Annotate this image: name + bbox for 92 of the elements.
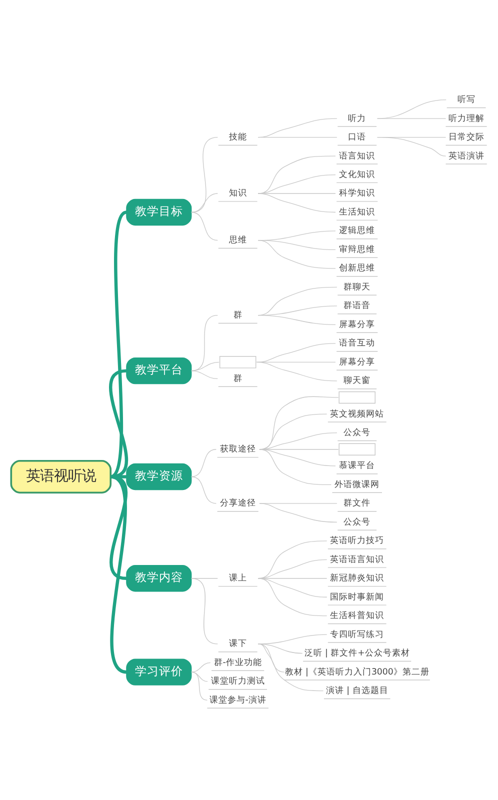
connector	[258, 315, 336, 325]
node-text: 思维	[228, 236, 247, 246]
node-box: 教学资源	[126, 463, 192, 490]
node-box: 教学平台	[126, 357, 192, 384]
node-text: 群聊天	[344, 282, 371, 292]
connector	[258, 193, 336, 194]
node-text: 慕课平台	[339, 461, 376, 472]
connector	[191, 362, 220, 372]
node-text: 科学知识	[339, 188, 376, 199]
node-box: 教学内容	[126, 565, 192, 592]
node-text: 泛听 | 群文件+公众号素材	[304, 648, 410, 659]
node-text: 群	[233, 310, 242, 321]
node-text: 群	[233, 374, 242, 384]
node-text: 屏幕分享	[339, 320, 376, 330]
node-text: 英语听力技巧	[330, 536, 384, 546]
connector	[258, 578, 328, 616]
connector	[191, 136, 218, 213]
connector	[258, 193, 336, 213]
node-text: 获取途径	[220, 444, 256, 455]
connector	[256, 343, 336, 362]
node-text: 群-作业功能	[214, 658, 262, 668]
connector	[258, 644, 324, 692]
node-text: 口语	[348, 132, 366, 143]
connector	[191, 449, 217, 478]
connector	[110, 475, 128, 580]
node-text: 国际时事新闻	[330, 592, 384, 602]
node-box	[219, 356, 256, 368]
connector	[191, 212, 218, 241]
node-text: 听写	[457, 95, 476, 106]
connector	[256, 362, 338, 382]
connector	[191, 672, 208, 682]
node-text: 文化知识	[339, 170, 376, 180]
node-text: 英语演讲	[448, 151, 484, 162]
connector	[258, 240, 336, 269]
node-text: 日常交际	[448, 132, 484, 143]
connector	[258, 644, 303, 654]
node-text: 外语微课网	[334, 480, 380, 490]
connector	[259, 503, 338, 522]
node-text: 公众号	[344, 428, 371, 438]
connector	[376, 99, 446, 119]
connector	[259, 449, 336, 466]
connector	[259, 449, 332, 485]
node-text: 知识	[228, 188, 247, 199]
node-text: 新冠肺炎知识	[330, 574, 384, 584]
connector	[258, 156, 336, 194]
node-text: 课堂参与-演讲	[209, 695, 266, 706]
node-text: 语言知识	[339, 151, 376, 162]
connector	[110, 211, 128, 478]
node-text: 公众号	[344, 517, 371, 528]
connector	[259, 503, 338, 504]
node-text: 群语音	[344, 301, 371, 312]
node-text: 专四听写练习	[330, 630, 384, 640]
node-text: 英语语言知识	[330, 554, 384, 565]
connector	[376, 136, 446, 156]
node-text: 语音互动	[339, 338, 376, 349]
connector	[109, 369, 128, 478]
node-text: 审辩思维	[339, 244, 376, 255]
node-text: 教材 |《英语听力入门3000》第二册	[284, 667, 430, 678]
node-text: 生活科普知识	[330, 611, 384, 622]
connector	[191, 578, 218, 579]
node-text: 听力理解	[448, 114, 484, 124]
connector	[191, 370, 218, 380]
node-text: 生活知识	[339, 207, 376, 218]
node-text: 课上	[228, 574, 247, 584]
node-text: 听力	[348, 114, 366, 124]
connector	[191, 193, 218, 213]
node-text: 屏幕分享	[339, 357, 376, 368]
node-text: 创新思维	[339, 264, 376, 274]
node-text: 英文视频网站	[330, 409, 384, 420]
node-text: 技能	[228, 132, 247, 143]
connector	[191, 476, 217, 504]
node-text: 逻辑思维	[339, 226, 376, 236]
connector	[376, 118, 446, 119]
node-box: 学习评价	[126, 658, 192, 686]
node-text: 演讲 | 自选题目	[326, 686, 388, 696]
node-text: 聊天窗	[344, 376, 371, 386]
connector	[191, 662, 211, 672]
node-text: 课堂听力测试	[210, 676, 265, 687]
connector	[110, 475, 128, 674]
connector	[258, 118, 338, 138]
node-text: 群文件	[344, 498, 371, 509]
connector	[258, 174, 336, 194]
connector	[258, 578, 328, 598]
node-box	[338, 391, 376, 404]
node-box	[338, 443, 376, 456]
connector	[258, 136, 338, 138]
node-box: 英语视听说	[10, 460, 112, 494]
node-text: 课下	[228, 639, 247, 650]
node-text: 分享途径	[220, 498, 256, 509]
connector	[191, 672, 208, 701]
node-box: 教学目标	[126, 198, 192, 226]
connector	[191, 578, 218, 644]
